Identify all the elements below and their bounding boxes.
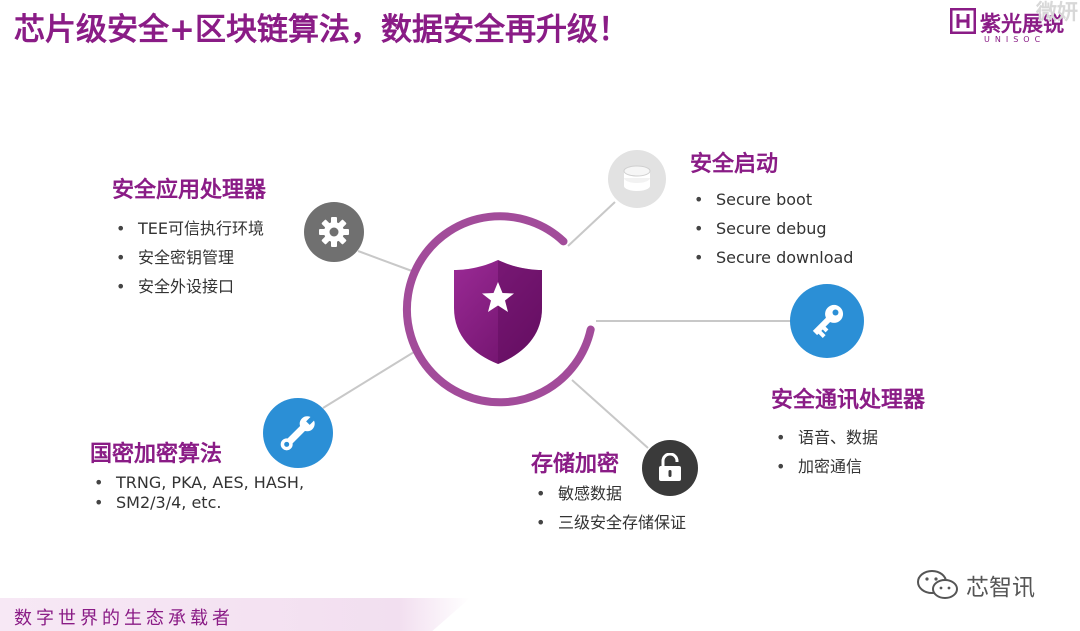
- list-item: Secure debug: [694, 214, 853, 243]
- list-secure-boot: Secure boot Secure debug Secure download: [694, 185, 853, 272]
- list-item: 三级安全存储保证: [536, 508, 686, 537]
- list-crypto: TRNG, PKA, AES, HASH, SM2/3/4, etc.: [94, 473, 304, 513]
- wrench-icon-circle: [263, 398, 333, 468]
- list-item: TRNG, PKA, AES, HASH,: [94, 473, 304, 493]
- slide-title: 芯片级安全+区块链算法，数据安全再升级！: [14, 12, 629, 48]
- list-storage: 敏感数据 三级安全存储保证: [536, 479, 686, 537]
- unisoc-logo-mark-icon: [950, 8, 976, 34]
- connector-secure-boot: [567, 201, 616, 247]
- gear-icon-circle: [304, 202, 364, 262]
- wechat-icon: [917, 570, 958, 599]
- connector-app-processor: [357, 250, 413, 272]
- list-item: 语音、数据: [776, 423, 878, 452]
- logo-subtitle: UNISOC: [984, 35, 1046, 44]
- footer-slogan: 数字世界的生态承载者: [14, 608, 234, 629]
- center-ring: [402, 212, 595, 407]
- footer-band: [0, 598, 470, 631]
- section-title-crypto: 国密加密算法: [90, 442, 223, 467]
- logo-name: 紫光展锐: [980, 12, 1064, 36]
- section-title-storage: 存储加密: [531, 452, 620, 477]
- connector-crypto: [322, 351, 415, 409]
- list-item: 加密通信: [776, 452, 878, 481]
- list-item: Secure boot: [694, 185, 853, 214]
- list-item: TEE可信执行环境: [116, 214, 264, 243]
- key-icon-circle: [790, 284, 864, 358]
- list-item: 安全外设接口: [116, 272, 264, 301]
- list-item: SM2/3/4, etc.: [94, 493, 304, 513]
- unisoc-logo: 紫光展锐 UNISOC: [950, 8, 1070, 48]
- wrench-icon: [280, 415, 316, 451]
- center-shield-icon: [454, 260, 542, 364]
- coin-stack-icon: [623, 165, 651, 191]
- list-item: 敏感数据: [536, 479, 686, 508]
- unlock-icon: [659, 453, 681, 481]
- connector-storage: [571, 379, 649, 449]
- gear-icon: [319, 217, 349, 247]
- list-item: 安全密钥管理: [116, 243, 264, 272]
- section-title-secure-boot: 安全启动: [690, 152, 779, 177]
- watermark-text: 芯智讯: [966, 575, 1035, 601]
- top-watermark: 微妍: [1036, 0, 1078, 24]
- list-item: Secure download: [694, 243, 853, 272]
- section-title-app-processor: 安全应用处理器: [112, 178, 267, 203]
- key-icon: [812, 304, 844, 338]
- bottom-watermark: 芯智讯: [916, 567, 1035, 603]
- list-comm-processor: 语音、数据 加密通信: [776, 423, 878, 481]
- coin-stack-icon-circle: [608, 150, 666, 208]
- section-title-comm-processor: 安全通讯处理器: [771, 388, 926, 413]
- list-app-processor: TEE可信执行环境 安全密钥管理 安全外设接口: [116, 214, 264, 301]
